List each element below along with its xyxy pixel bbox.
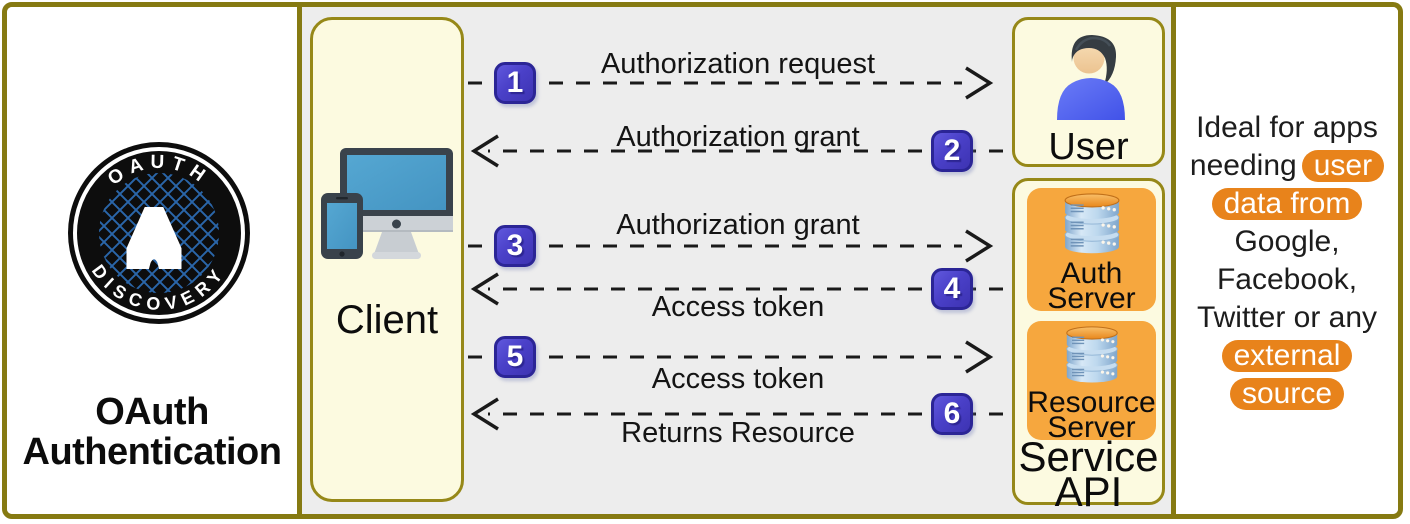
divider-right xyxy=(1171,7,1176,514)
flow-arrow-1-right xyxy=(468,66,994,100)
oauth-discovery-logo-icon: OAUTH DISCOVERY xyxy=(68,142,250,324)
flow-arrow-6-left xyxy=(470,397,1003,431)
flow-step-badge-2: 2 xyxy=(931,130,973,172)
resource-server-database-icon xyxy=(1065,326,1118,383)
page-title: OAuth Authentication xyxy=(7,392,297,472)
note-line-5: Facebook, xyxy=(1216,262,1358,296)
service-api-label-line2: API xyxy=(1054,468,1123,515)
service-api-label-line1: Service xyxy=(1018,433,1159,480)
service-api-label: Service API xyxy=(1015,433,1162,515)
user-label: User xyxy=(1048,126,1129,168)
flow-step-badge-3: 3 xyxy=(494,225,536,267)
auth-server-label: Auth Server xyxy=(1047,257,1136,315)
client-label: Client xyxy=(335,298,439,342)
resource-server-label: Resource Server xyxy=(1027,386,1156,444)
flow-arrow-2-left xyxy=(470,134,1003,168)
auth-server-database-icon xyxy=(1064,193,1119,254)
user-person-icon xyxy=(1057,35,1125,120)
auth-server-chip: Auth Server xyxy=(1027,188,1156,315)
flow-label-1: Authorization request xyxy=(600,48,876,80)
brand-panel: OAUTH DISCOVERY OAuth Authentication xyxy=(7,7,297,514)
auth-server-label-line1: Auth xyxy=(1060,257,1123,290)
flow-arrow-3-right xyxy=(468,229,994,263)
arrowhead-left-icon xyxy=(470,134,499,168)
note-line-4: Google, xyxy=(1234,224,1340,258)
note-highlight-data-from: data from xyxy=(1211,187,1363,220)
arrowhead-right-icon xyxy=(965,340,994,374)
page-title-line1: OAuth xyxy=(95,391,209,433)
resource-server-label-line1: Resource xyxy=(1027,386,1156,419)
resource-server-label-line2: Server xyxy=(1047,411,1136,444)
arrowhead-right-icon xyxy=(965,66,994,100)
note-line-3: data from xyxy=(1211,185,1363,223)
arrowhead-left-icon xyxy=(470,397,499,431)
client-devices-icon xyxy=(321,148,453,259)
flow-label-2: Authorization grant xyxy=(616,121,860,153)
diagram-panel: Authorization request Authorization gran… xyxy=(302,7,1171,514)
note-highlight-user: user xyxy=(1301,149,1385,182)
service-api-box: Auth Server xyxy=(1012,178,1165,513)
page-title-line2: Authentication xyxy=(22,431,282,473)
flow-arrow-5-right xyxy=(468,340,994,374)
note-line-1: Ideal for apps xyxy=(1196,110,1378,144)
flow-label-5: Access token xyxy=(651,363,825,395)
note-line-8: source xyxy=(1229,375,1345,413)
arrowhead-right-icon xyxy=(965,229,994,263)
flow-step-badge-6: 6 xyxy=(931,393,973,435)
auth-server-label-line2: Server xyxy=(1047,282,1136,315)
note-line-2-text: needing xyxy=(1189,148,1297,182)
note-highlight-source: source xyxy=(1229,377,1345,410)
resource-server-chip: Resource Server xyxy=(1027,321,1156,444)
flow-arrows xyxy=(468,66,1003,431)
user-box: User xyxy=(1012,17,1165,167)
flow-label-3: Authorization grant xyxy=(616,209,860,241)
arrowhead-left-icon xyxy=(470,272,499,306)
flow-label-4: Access token xyxy=(651,291,825,323)
flow-step-badge-4: 4 xyxy=(931,268,973,310)
flow-step-badge-1: 1 xyxy=(494,62,536,104)
flow-label-6: Returns Resource xyxy=(621,417,855,449)
flow-arrow-4-left xyxy=(470,272,1003,306)
flow-step-badge-5: 5 xyxy=(494,336,536,378)
note-line-7: external xyxy=(1221,337,1353,375)
note-line-6: Twitter or any xyxy=(1196,300,1378,334)
client-box: Client xyxy=(310,17,464,502)
note-highlight-external: external xyxy=(1221,339,1353,372)
divider-left xyxy=(297,7,302,514)
